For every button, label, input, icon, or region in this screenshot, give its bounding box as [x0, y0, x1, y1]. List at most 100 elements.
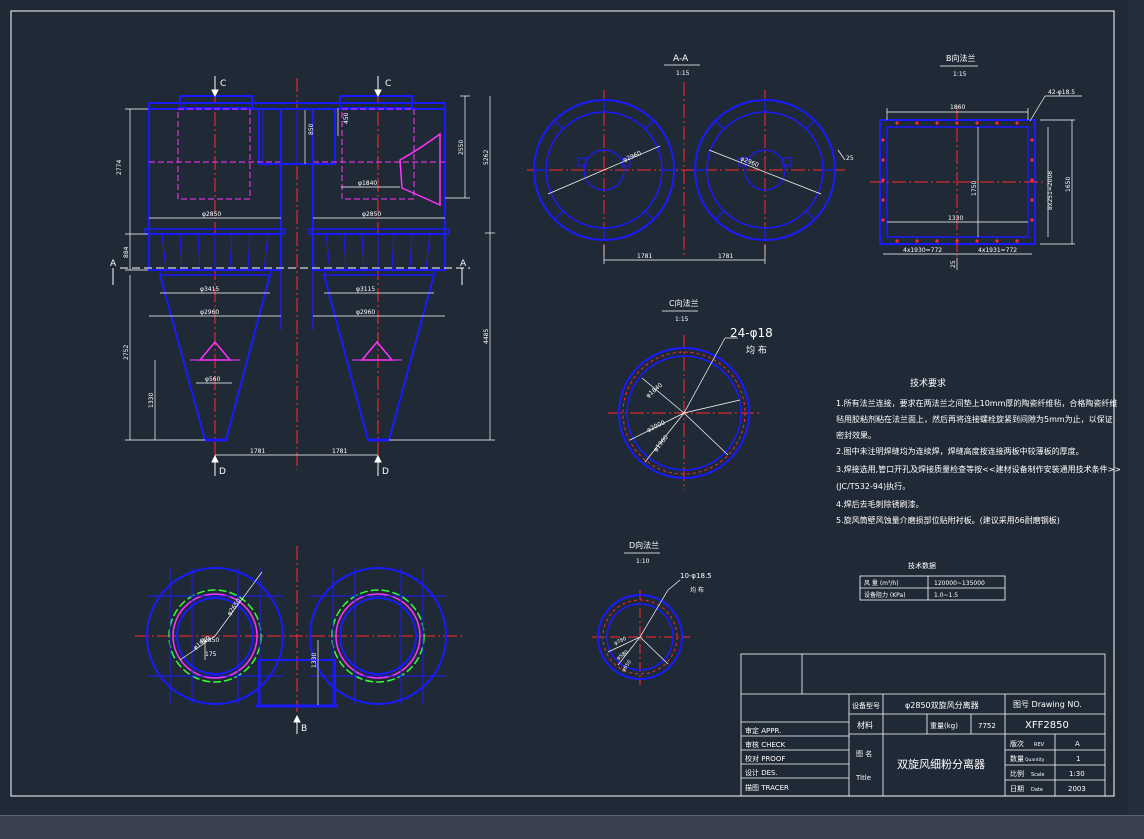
dim-text: φ2960 [622, 150, 643, 164]
dim-text: φ650 [621, 659, 633, 673]
view-title: C向法兰 [669, 298, 699, 308]
tech-line: 5.旋风筒壁风蚀量介磨损部位贴附衬板。(建议采用δ6耐磨钢板) [836, 515, 1060, 525]
view-title: A-A [673, 54, 689, 64]
title-block [740, 653, 1106, 797]
tech-line: 密封效果。 [836, 430, 876, 440]
tb-label: 重量(kg) [930, 722, 958, 730]
dim-text: 25 [950, 260, 957, 268]
dim-text: 1330 [311, 653, 318, 668]
view-scale: 1:10 [636, 558, 650, 565]
tb-weight: 7752 [978, 722, 996, 730]
dim-text: 450 [343, 112, 350, 124]
dim-text: 4485 [483, 329, 490, 344]
tb-role: 审定 APPR. [745, 726, 781, 735]
tb-label: 版次 [1010, 739, 1024, 748]
tb-role: 审核 CHECK [745, 740, 786, 749]
tb-drawing-no: XFF2850 [1025, 720, 1069, 731]
section-label: A [110, 259, 117, 269]
dim-text: 2774 [116, 160, 123, 175]
tech-line: 毡用胶粘剂粘在法兰面上，然后再将连接螺栓旋紧到间隙为5mm为止，以保证 [836, 414, 1113, 424]
section-label: C [385, 79, 391, 89]
dim-text: 1781 [718, 253, 733, 260]
tb-role: 校对 PROOF [745, 754, 785, 763]
tb-scale: 1:30 [1069, 770, 1085, 778]
dim-text: φ2850 [362, 211, 381, 218]
hole-note: 均 布 [746, 344, 767, 356]
tech-data-heading: 技术数据 [908, 561, 936, 570]
dim-text: φ1840 [645, 382, 664, 400]
dim-text: φ560 [205, 376, 221, 383]
dim-text: 2550 [458, 140, 465, 155]
tech-line: 2.图中未注明焊缝均为连续焊，焊缝高度按连接两板中较薄板的厚度。 [836, 446, 1084, 456]
dim-text: 2752 [123, 345, 130, 360]
view-title: B向法兰 [946, 53, 976, 63]
dim-text: 1330 [948, 215, 963, 222]
tech-heading: 技术要求 [910, 377, 946, 389]
tb-label: 图 名 [856, 749, 872, 758]
dim-text: φ1840 [358, 180, 377, 187]
dim-text: 8x251=2008 [1047, 171, 1054, 210]
tb-role: 设计 DES. [745, 768, 778, 777]
dim-text: φ2000 [646, 419, 667, 434]
c-flange-view: C向法兰 1:15 24-φ18 均 布 φ1840 φ2000 φ1960 [608, 298, 773, 490]
tech-data-value: 1.0~1.5 [934, 592, 958, 599]
dim-text: 1330 [148, 393, 155, 408]
view-scale: 1:15 [953, 71, 967, 78]
hole-spec: 10-φ18.5 [680, 572, 712, 580]
view-scale: 1:15 [675, 316, 689, 323]
tech-requirements: 技术要求 1.所有法兰连接，要求在两法兰之间垫上10mm厚的陶瓷纤维毡，合格陶瓷… [836, 377, 1121, 525]
dim-text: φ2960 [356, 309, 375, 316]
b-flange-view: B向法兰 1:15 42-φ18.5 1860 8x251= [870, 53, 1082, 270]
tech-data-table: 技术数据 风 量 (m³/h) 120000~135000 设备阻力 (KPa)… [859, 561, 1006, 601]
dim-text: 5262 [483, 150, 490, 165]
section-label: D [382, 467, 389, 477]
dim-text: φ780 [613, 636, 627, 647]
dim-text: φ2960 [739, 155, 760, 169]
dim-text: φ3115 [356, 286, 375, 293]
dim-text: 25 [846, 155, 854, 162]
dim-text: 884 [123, 246, 130, 258]
dim-text: 4x1930=772 [903, 247, 942, 254]
dim-text: 1781 [332, 448, 347, 455]
tb-label: 数量 [1010, 754, 1024, 763]
section-label: C [220, 79, 226, 89]
status-bar [0, 815, 1144, 839]
dim-text: 850 [308, 123, 315, 135]
dim-text: 1650 [1065, 177, 1072, 192]
tb-equip-code: φ2850双旋风分离器 [905, 700, 979, 710]
view-title: D向法兰 [629, 540, 659, 550]
tb-label: Scale [1031, 772, 1044, 778]
hole-note: 均 布 [690, 586, 704, 594]
tb-title: 双旋风细粉分离器 [897, 757, 985, 771]
dim-text: φ2850 [200, 637, 219, 644]
drawing-canvas[interactable]: 2774 2550 5262 884 2752 1330 4485 φ2850 … [0, 0, 1144, 815]
section-label: A [460, 259, 467, 269]
hole-spec: 42-φ18.5 [1048, 89, 1075, 96]
dim-text: 1781 [637, 253, 652, 260]
section-label: D [219, 467, 226, 477]
tb-label: 材料 [857, 720, 873, 730]
tb-label: 比例 [1010, 769, 1024, 778]
dim-text: φ1960 [652, 434, 670, 453]
dim-text: 1781 [250, 448, 265, 455]
tech-data-value: 120000~135000 [934, 580, 985, 587]
tb-label: Title [855, 774, 871, 782]
tb-rev: A [1075, 740, 1080, 748]
tech-line: 4.焊后去毛刺除锈刷漆。 [836, 499, 924, 509]
vertical-scrollbar[interactable] [1128, 0, 1144, 815]
top-view: φ2650 φ1940 φ2850 175 1330 B [135, 546, 465, 734]
dim-text: 175 [205, 651, 217, 658]
cad-drawing: 2774 2550 5262 884 2752 1330 4485 φ2850 … [10, 10, 1121, 797]
drawing-frame [10, 10, 1115, 797]
dim-text: 1750 [971, 181, 978, 196]
view-scale: 1:15 [676, 70, 690, 77]
tb-label: Date [1031, 787, 1043, 793]
tb-label: Quantity [1025, 757, 1045, 763]
d-flange-view: D向法兰 1:10 10-φ18.5 均 布 φ780 φ580 φ650 [592, 540, 712, 685]
tech-data-label: 设备阻力 (KPa) [864, 591, 906, 599]
dim-text: 4x1931=772 [978, 247, 1017, 254]
tech-data-label: 风 量 (m³/h) [864, 580, 899, 587]
dim-text: φ2850 [202, 211, 221, 218]
tb-date: 2003 [1068, 785, 1086, 793]
tb-label: 设备型号 [852, 701, 880, 710]
